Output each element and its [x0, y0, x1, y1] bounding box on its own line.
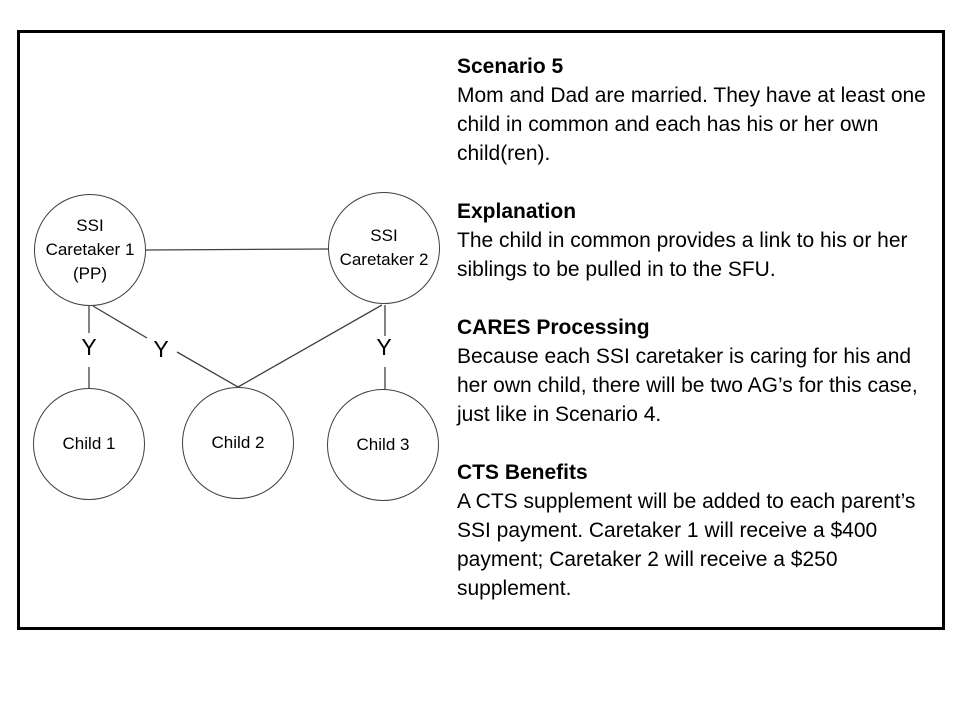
- node-ssi-caretaker-1: SSI Caretaker 1 (PP): [34, 194, 146, 306]
- section-explanation: Explanation The child in common provides…: [457, 197, 935, 284]
- section-scenario: Scenario 5 Mom and Dad are married. They…: [457, 52, 935, 168]
- section-explanation-body: The child in common provides a link to h…: [457, 229, 908, 281]
- section-cts-benefits-body: A CTS supplement will be added to each p…: [457, 490, 916, 600]
- section-scenario-body: Mom and Dad are married. They have at le…: [457, 84, 926, 165]
- node-child-1: Child 1: [33, 388, 145, 500]
- section-cares-processing-heading: CARES Processing: [457, 316, 650, 339]
- text-panel: Scenario 5 Mom and Dad are married. They…: [457, 52, 935, 603]
- edge-label-caretaker1-child2: Y: [153, 336, 169, 362]
- section-cares-processing: CARES Processing Because each SSI careta…: [457, 313, 935, 429]
- node-ssi-caretaker-2: SSI Caretaker 2: [328, 192, 440, 304]
- node-child-3: Child 3: [327, 389, 439, 501]
- node-ssi-caretaker-1-label: SSI Caretaker 1 (PP): [45, 216, 135, 283]
- node-child-2-label: Child 2: [211, 433, 265, 452]
- edge-label-caretaker2-child3: Y: [376, 334, 392, 360]
- slide-border-frame: [17, 30, 945, 630]
- node-ssi-caretaker-2-label: SSI Caretaker 2: [339, 226, 429, 269]
- section-cares-processing-body: Because each SSI caretaker is caring for…: [457, 345, 918, 426]
- node-child-1-label: Child 1: [62, 434, 116, 453]
- section-cts-benefits-heading: CTS Benefits: [457, 461, 588, 484]
- node-child-2: Child 2: [182, 387, 294, 499]
- section-cts-benefits: CTS Benefits A CTS supplement will be ad…: [457, 458, 935, 603]
- section-explanation-heading: Explanation: [457, 200, 577, 223]
- edge-label-caretaker1-child1: Y: [81, 334, 97, 360]
- section-scenario-heading: Scenario 5: [457, 55, 564, 78]
- node-child-3-label: Child 3: [356, 435, 410, 454]
